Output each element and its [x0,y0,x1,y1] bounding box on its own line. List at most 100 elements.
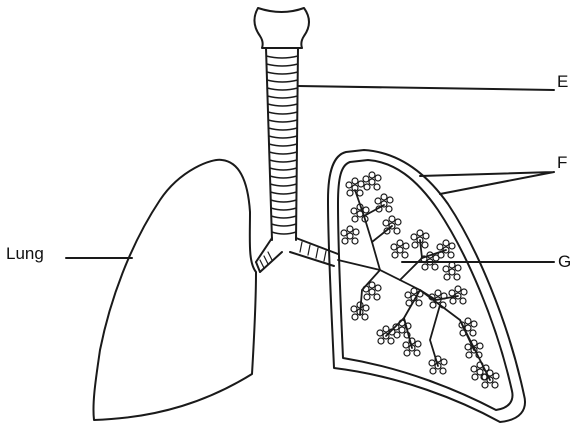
alveolus [415,341,421,347]
trachea-ring [266,56,298,58]
alveolus [394,332,400,338]
alveolus [403,243,409,249]
alveolus [369,172,375,178]
trachea-ring [272,224,297,226]
alveolus [416,300,422,306]
leader-line-f [420,172,554,194]
alveolus [429,360,435,366]
alveolus [443,266,449,272]
trachea-ring [270,160,297,162]
label-e: E [557,73,568,90]
alveolus [383,220,389,226]
trachea-ring [271,216,296,218]
alveolus [437,244,443,250]
alveolus [369,282,375,288]
trachea-ring [271,192,297,194]
alveolus [375,198,381,204]
alveolus [433,255,439,261]
alveolus [352,216,358,222]
trachea-ring [272,232,296,234]
alveolus [430,302,436,308]
alveolus [411,234,417,240]
trachea-ring [269,144,297,146]
label-f: F [557,154,567,171]
trachea-ring [268,120,297,122]
trachea-ring [270,176,297,178]
alveolus [357,211,363,217]
alveolus [412,242,418,248]
alveolus [353,229,359,235]
alveolus [342,238,348,244]
alveolus [364,184,370,190]
trachea-ring [267,80,298,82]
alveolus [391,244,397,250]
alveolus [351,306,357,312]
alveolus [471,321,477,327]
alveolus [422,242,428,248]
alveolus [466,352,472,358]
alveolus [341,230,347,236]
alveolus [351,208,357,214]
trachea-ring [269,128,298,130]
alveolus [395,219,401,225]
alveolus [455,265,461,271]
alveolus [352,238,358,244]
label-g: G [558,253,571,270]
alveolus [374,294,380,300]
alveolus [461,289,467,295]
alveolus [397,240,403,246]
alveolus [363,207,369,213]
alveolus [369,289,375,295]
trachea-ring [269,152,297,154]
larynx [254,8,309,48]
trachea-ring [268,104,298,106]
leader-line-e [298,86,554,90]
alveolus [363,176,369,182]
alveolus [444,274,450,280]
trachea-ring [268,96,298,98]
alveolus [435,290,441,296]
alveolus [374,184,380,190]
alveolus [465,344,471,350]
alveolus [404,350,410,356]
alveolus [386,206,392,212]
alveolus [422,264,428,270]
alveolus [460,298,466,304]
alveolus [449,269,455,275]
alveolus [441,359,447,365]
alveolus [392,252,398,258]
alveolus [493,373,499,379]
alveolus [347,190,353,196]
trachea-ring [267,64,298,66]
trachea-ring [269,136,297,138]
alveolus [358,181,364,187]
alveolus [477,369,483,375]
alveolus [363,305,369,311]
alveolus [492,382,498,388]
trachea [266,48,298,240]
trachea-ring [271,208,296,210]
alveolus [378,338,384,344]
alveolus [454,274,460,280]
alveolus [352,178,358,184]
label-lung: Lung [6,245,44,262]
alveolus [411,288,417,294]
alveolus [352,314,358,320]
alveolus [399,327,405,333]
alveolus [471,366,477,372]
alveolus [381,194,387,200]
left-lung [93,160,256,420]
alveolus [450,298,456,304]
alveolus [364,294,370,300]
alveolus [465,325,471,331]
alveolus [402,252,408,258]
alveolus [377,330,383,336]
alveolus [423,233,429,239]
alveolus [389,216,395,222]
alveolus [347,226,353,232]
alveolus [417,230,423,236]
trachea-ring [270,184,296,186]
alveolus [362,314,368,320]
alveolus [432,264,438,270]
alveolus [482,382,488,388]
